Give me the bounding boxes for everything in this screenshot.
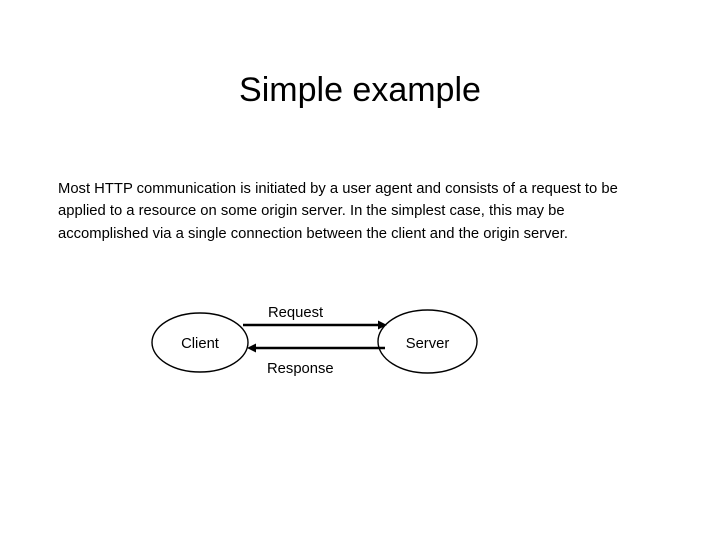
page-title: Simple example [239,70,481,109]
client-node-label: Client [181,336,219,352]
request-arrow [243,320,387,330]
request-edge-label: Request [268,305,324,321]
server-node-label: Server [405,336,450,352]
response-edge-label: Response [267,361,334,377]
response-arrow [247,343,385,353]
body-paragraph: Most HTTP communication is initiated by … [58,180,618,242]
